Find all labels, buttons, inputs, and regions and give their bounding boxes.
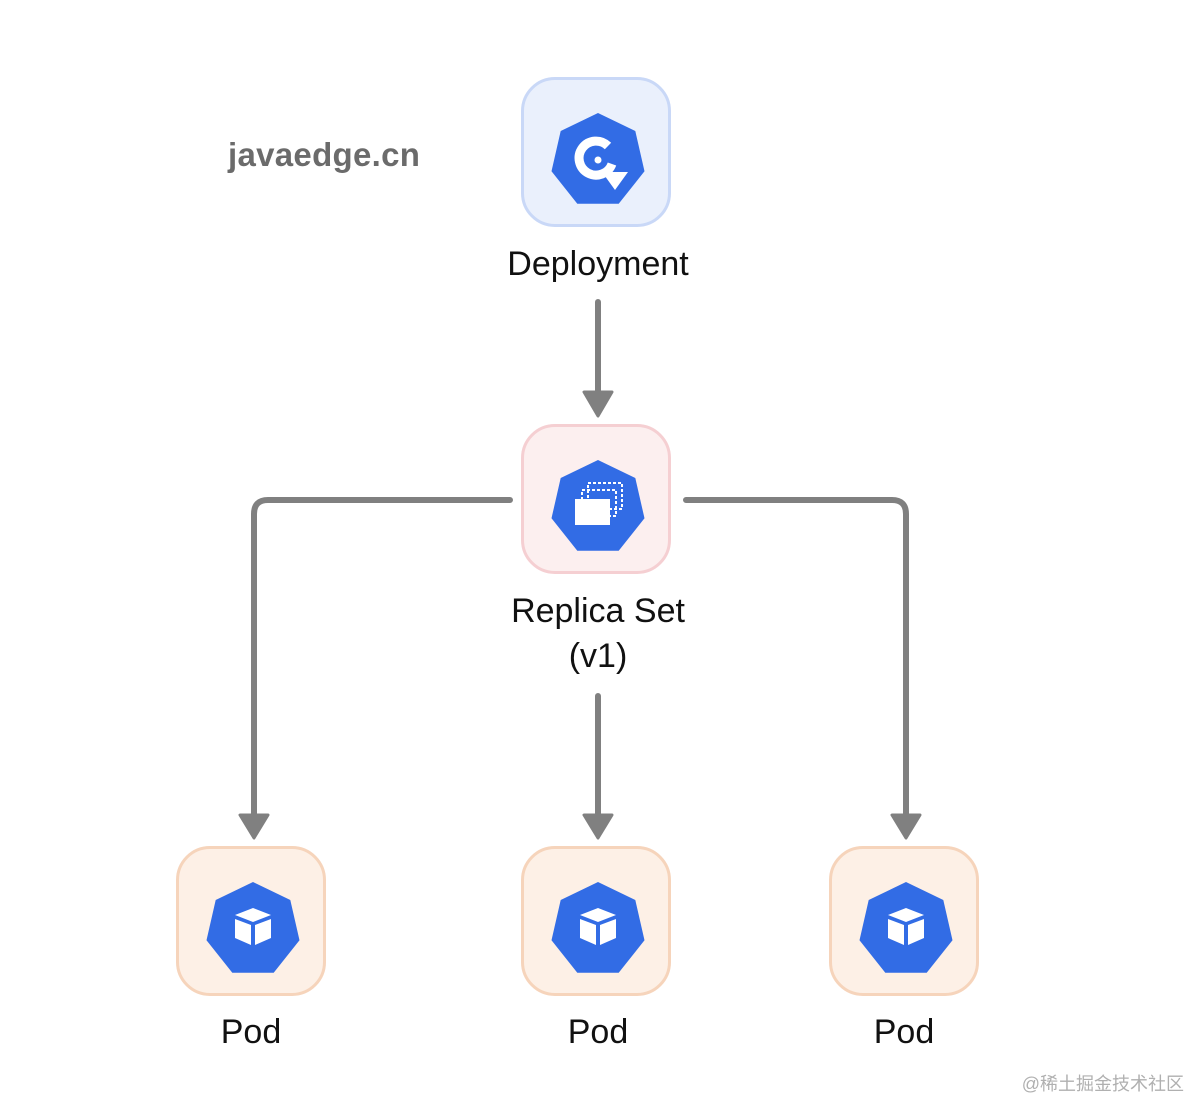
replicaset-label-line2: (v1) xyxy=(568,637,628,675)
pod-node-right[interactable] xyxy=(829,846,979,996)
pod-label-center: Pod xyxy=(567,1013,629,1051)
pod-node-left[interactable] xyxy=(176,846,326,996)
deployment-icon xyxy=(551,113,645,204)
arrow-replicaset-to-pod-right xyxy=(683,497,922,840)
pod-label-left: Pod xyxy=(220,1013,282,1051)
arrow-replicaset-to-pod-left xyxy=(238,497,513,840)
deployment-label: Deployment xyxy=(507,245,689,283)
site-watermark: javaedge.cn xyxy=(228,136,421,173)
pod-icon xyxy=(206,882,300,973)
pod-node-center[interactable] xyxy=(521,846,671,996)
pod-label-right: Pod xyxy=(873,1013,935,1051)
pod-icon xyxy=(859,882,953,973)
corner-watermark: @稀土掘金技术社区 xyxy=(1021,1074,1184,1094)
replicaset-label-line1: Replica Set xyxy=(511,592,685,630)
replicaset-icon xyxy=(551,460,645,551)
pod-icon xyxy=(551,882,645,973)
arrow-deployment-to-replicaset xyxy=(582,299,614,418)
replicaset-node[interactable] xyxy=(521,424,671,574)
arrow-replicaset-to-pod-center xyxy=(582,693,614,840)
deployment-node[interactable] xyxy=(521,77,671,227)
